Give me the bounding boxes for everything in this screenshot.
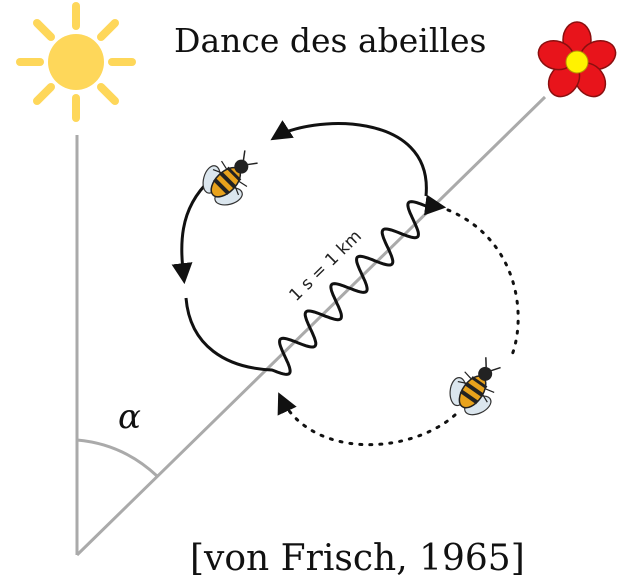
angle-arc <box>76 438 159 478</box>
bee-icon <box>449 357 501 416</box>
right-return-loop-dotted-bottom <box>277 392 457 447</box>
right-return-loop <box>424 194 447 216</box>
left-return-loop-lower <box>171 178 212 285</box>
flower-direction-line <box>75 95 547 557</box>
flower-icon <box>537 21 617 98</box>
angle-alpha-label: α <box>118 397 141 437</box>
left-return-loop-bottom <box>184 297 273 372</box>
waggle-scale-label: 1 s = 1 km <box>286 226 366 305</box>
waggle-run-path <box>270 200 428 376</box>
bee-icon <box>202 150 258 206</box>
citation: [von Frisch, 1965] <box>190 538 525 579</box>
right-return-loop-dotted <box>446 208 520 362</box>
sun-icon <box>16 2 136 122</box>
diagram-title: Dance des abeilles <box>174 21 486 60</box>
left-return-loop <box>270 120 428 197</box>
